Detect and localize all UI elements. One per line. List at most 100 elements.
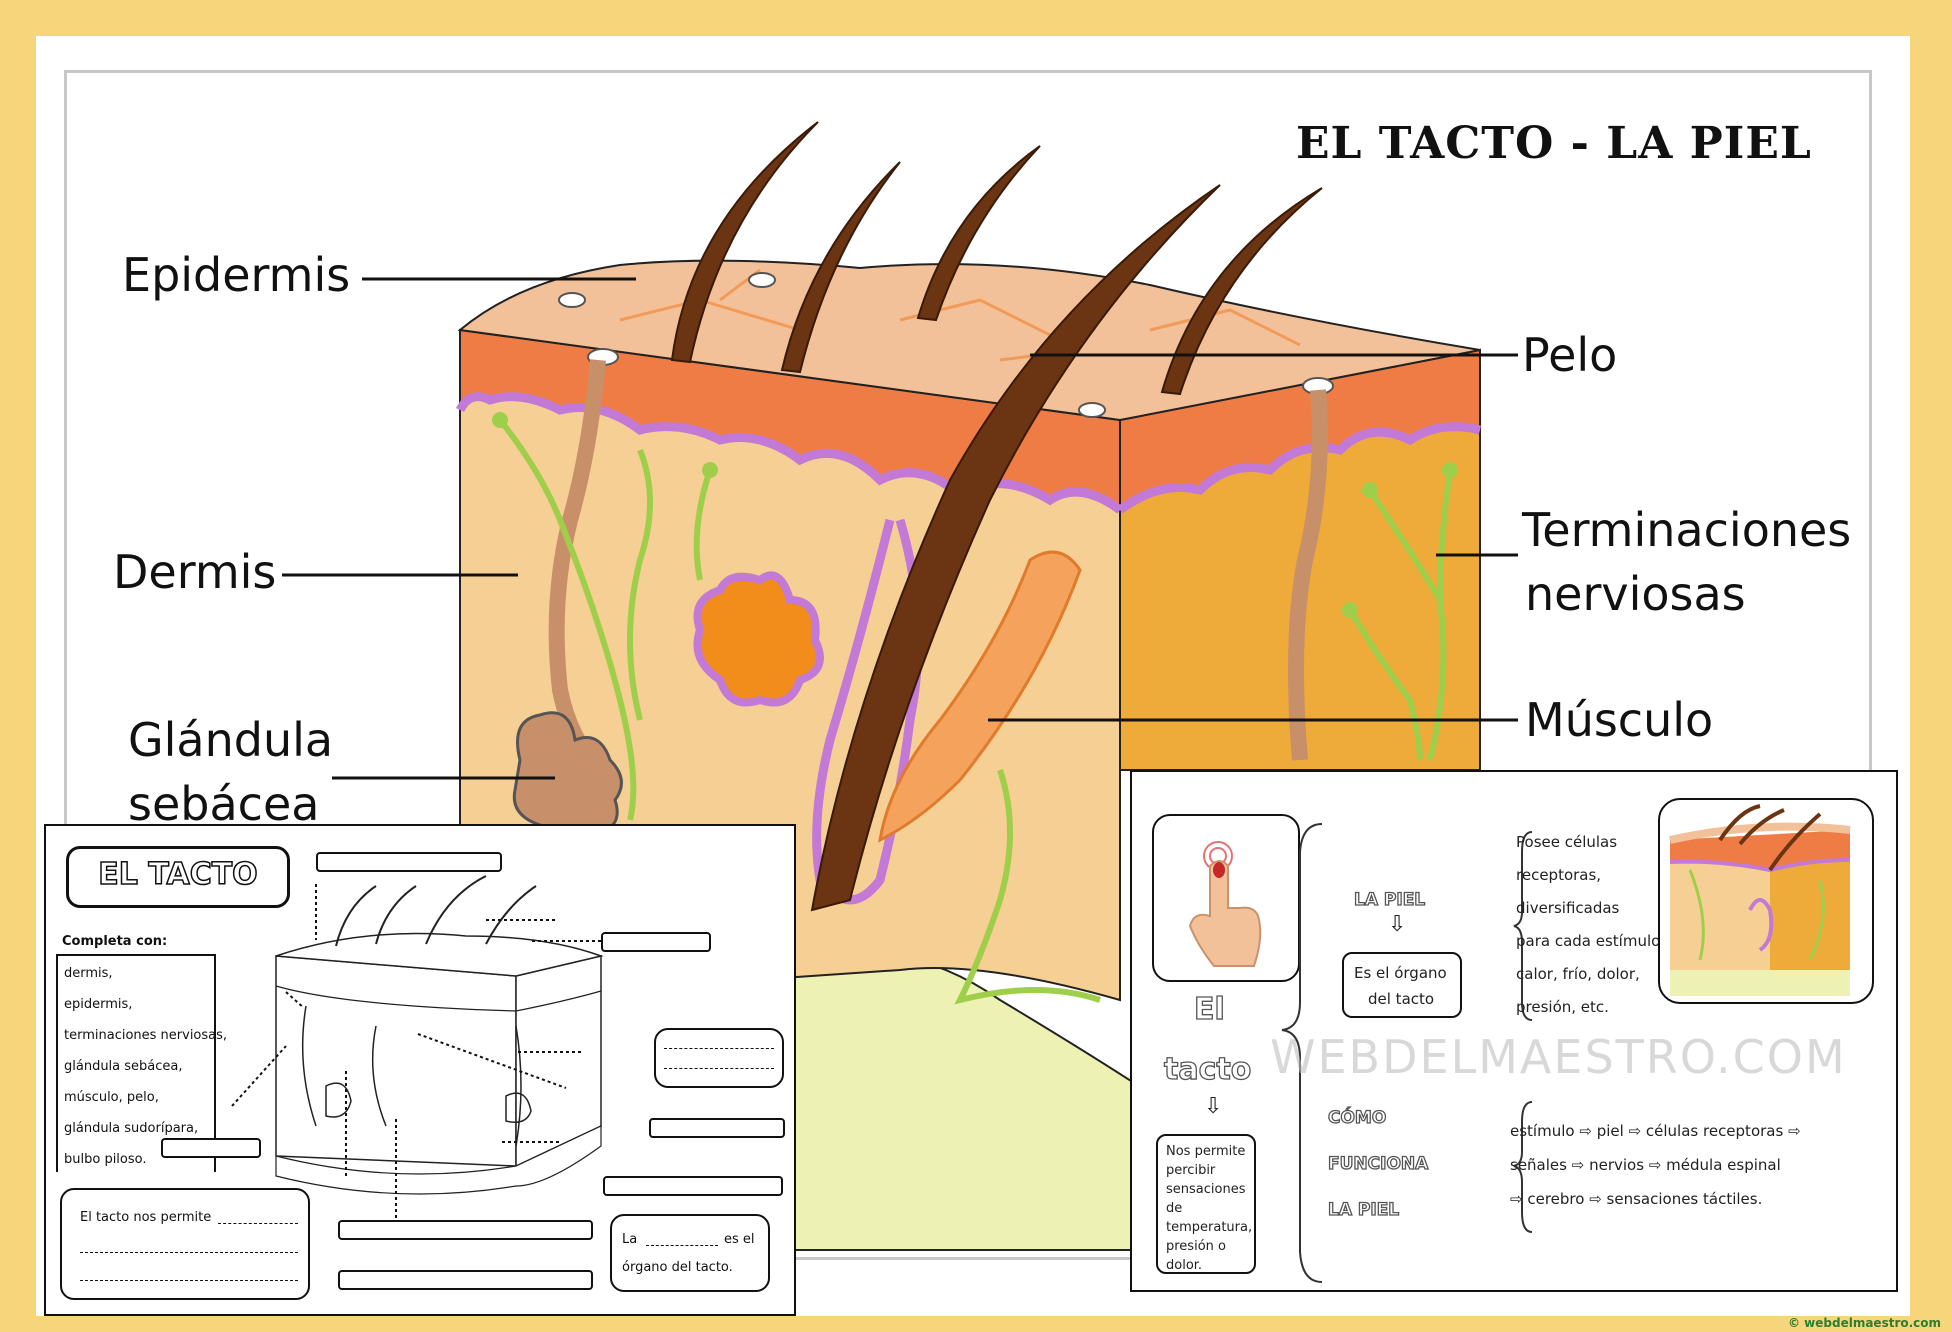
flow-item: cerebro (1527, 1190, 1585, 1208)
touch-finger-icon (1188, 841, 1262, 967)
pore (748, 272, 776, 288)
flow-item: señales (1510, 1156, 1567, 1174)
nerve-tip (492, 412, 508, 428)
poster-border (64, 70, 1872, 1260)
word-item: dermis, (64, 966, 113, 981)
answer-blank[interactable] (601, 932, 711, 952)
nerve-tip (1342, 602, 1358, 618)
flow-item: nervios (1589, 1156, 1645, 1174)
nerve-tip (702, 462, 718, 478)
como-heading: CÓMO (1327, 1107, 1387, 1128)
label-gland-line1: Glándula (128, 713, 334, 767)
epidermis-top (457, 259, 1481, 422)
cells-line: para cada estímulo: (1516, 932, 1666, 950)
right-arrow-icon: ⇨ (1571, 1156, 1590, 1174)
label-pelo: Pelo (1522, 328, 1618, 382)
organ-line1: Es el órgano (1354, 964, 1447, 982)
la-piel-heading-2: LA PIEL (1327, 1199, 1400, 1220)
word-item: músculo, pelo, (64, 1090, 159, 1105)
tacto-description: Nos permite percibir sensaciones de temp… (1166, 1144, 1253, 1273)
flow-item: estímulo (1510, 1122, 1575, 1140)
summary-card: El tacto ⇩ Nos permite percibir sensacio… (1130, 770, 1898, 1292)
arrector-muscle (878, 550, 1082, 843)
flow-item: sensaciones táctiles. (1606, 1190, 1763, 1208)
flow-row-1: estímulo ⇨ piel ⇨ células receptoras ⇨ (1510, 1122, 1801, 1140)
poster-title: EL TACTO - LA PIEL (1296, 118, 1812, 169)
nerve-ending (1347, 608, 1423, 761)
label-terminaciones-line2: nerviosas (1525, 567, 1746, 621)
word-item: bulbo piloso. (64, 1152, 147, 1167)
label-terminaciones-line1: Terminaciones (1522, 503, 1852, 557)
sweat-gland (693, 571, 824, 707)
question-1: El tacto nos permite (80, 1210, 212, 1225)
nerve-ending (1367, 488, 1447, 761)
pore (1078, 402, 1106, 418)
nerve-tip (1362, 482, 1378, 498)
word-item: glándula sudorípara, (64, 1121, 199, 1136)
hair (916, 145, 1041, 322)
answer-blank[interactable] (649, 1118, 785, 1138)
label-gland-line2: sebácea (128, 777, 320, 831)
hair (780, 161, 901, 374)
flow-row-3: ⇨ cerebro ⇨ sensaciones táctiles. (1510, 1190, 1762, 1208)
word-item: epidermis, (64, 997, 133, 1012)
down-arrow-icon: ⇩ (1388, 912, 1407, 937)
label-epidermis: Epidermis (122, 248, 351, 302)
right-arrow-icon: ⇨ (1589, 1190, 1607, 1208)
question-2-end: es el (724, 1232, 755, 1247)
answer-blank[interactable] (338, 1270, 593, 1290)
la-piel-heading: LA PIEL (1353, 889, 1426, 910)
hair-main (810, 184, 1221, 912)
finger-icon-box (1152, 814, 1300, 982)
question-box-2: La es el órgano del tacto. (610, 1214, 770, 1292)
question-2-line2: órgano del tacto. (622, 1260, 733, 1275)
answer-box[interactable] (654, 1028, 784, 1088)
organ-line2: del tacto (1368, 990, 1435, 1008)
worksheet-card: EL TACTO Completa con: dermis, epidermis… (44, 824, 796, 1316)
cells-line: presión, etc. (1516, 998, 1609, 1016)
question-box-1: El tacto nos permite (60, 1188, 310, 1300)
worksheet-instruction: Completa con: (62, 934, 168, 949)
answer-blank[interactable] (161, 1138, 261, 1158)
funciona-heading: FUNCIONA (1327, 1153, 1429, 1174)
worksheet-diagram (231, 875, 604, 1236)
tacto-desc-box: Nos permite percibir sensaciones de temp… (1156, 1134, 1256, 1274)
right-arrow-icon: ⇨ (1510, 1190, 1528, 1208)
flow-item: células receptoras (1645, 1122, 1784, 1140)
follicle (1288, 389, 1328, 761)
cells-description: Posee células receptoras, diversificadas… (1516, 826, 1665, 1024)
answer-blank[interactable] (338, 1220, 593, 1240)
hair (670, 121, 819, 364)
question-2-start: La (622, 1232, 638, 1247)
flow-item: piel (1596, 1122, 1624, 1140)
nerve-ending (497, 418, 637, 821)
cells-line: calor, frío, dolor, (1516, 965, 1640, 983)
label-musculo: Músculo (1525, 693, 1714, 747)
nerve-ending (1437, 469, 1453, 601)
hair (1160, 187, 1323, 396)
answer-blank[interactable] (316, 852, 502, 872)
copyright: © webdelmaestro.com (1788, 1316, 1942, 1330)
label-dermis: Dermis (113, 545, 277, 599)
right-arrow-icon: ⇨ (1648, 1156, 1667, 1174)
cells-line: receptoras, (1516, 866, 1602, 884)
nerve-ending (693, 469, 713, 581)
flow-row-2: señales ⇨ nervios ⇨ médula espinal (1510, 1156, 1781, 1174)
cells-line: Posee células (1516, 833, 1618, 851)
right-arrow-icon: ⇨ (1628, 1122, 1646, 1140)
word-item: glándula sebácea, (64, 1059, 183, 1074)
word-item: terminaciones nerviosas, (64, 1028, 228, 1043)
right-arrow-icon: ⇨ (1579, 1122, 1597, 1140)
heading-el: El (1193, 991, 1225, 1027)
watermark: WEBDELMAESTRO.COM (1270, 1030, 1847, 1084)
skin-thumbnail (1669, 804, 1851, 996)
flow-item: médula espinal (1666, 1156, 1781, 1174)
basal-membrane-front (455, 392, 1123, 514)
worksheet-title: EL TACTO (66, 846, 290, 908)
answer-blank[interactable] (603, 1176, 783, 1196)
nerve-ending (954, 769, 1101, 1005)
organ-box: Es el órgano del tacto (1342, 952, 1462, 1018)
skin-thumbnail-box (1658, 798, 1874, 1004)
right-arrow-icon: ⇨ (1788, 1122, 1801, 1140)
